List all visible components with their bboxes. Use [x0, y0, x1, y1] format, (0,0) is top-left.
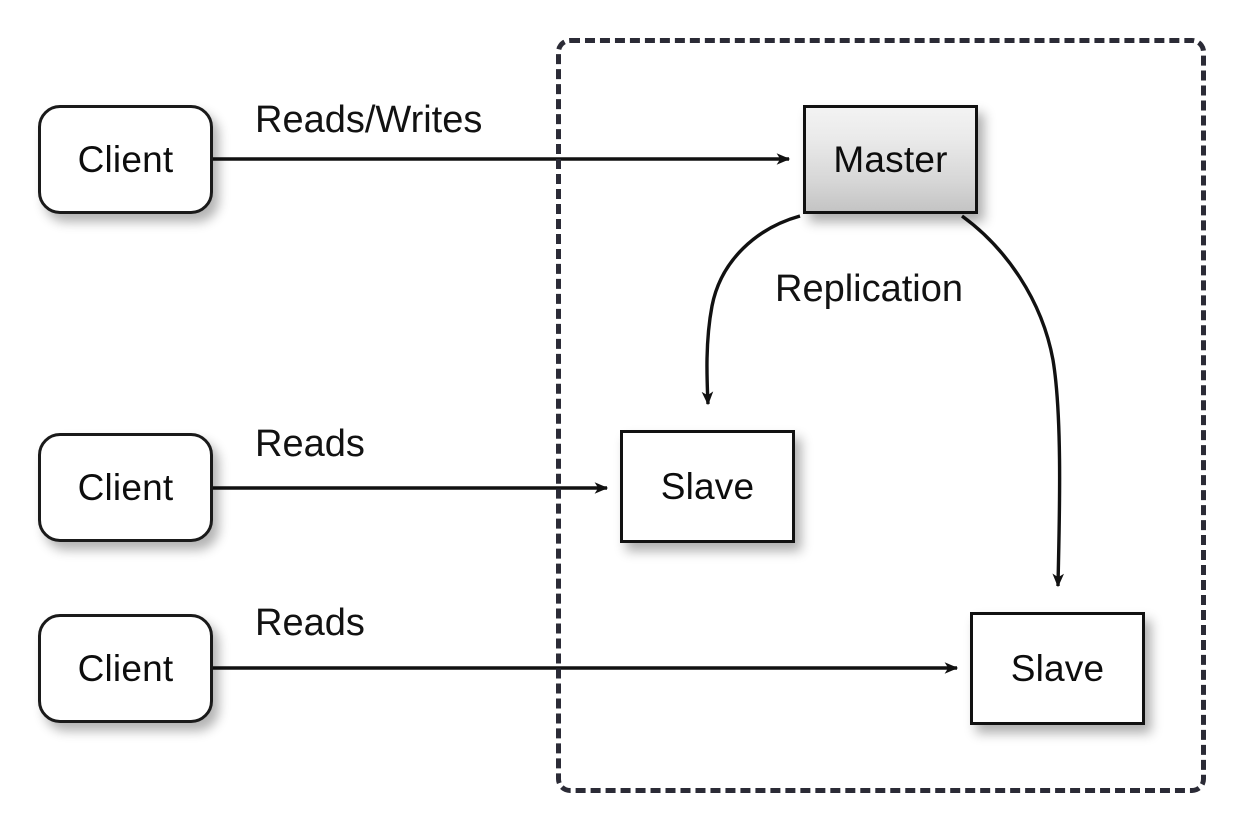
node-client-2-label: Client — [77, 467, 174, 508]
node-slave-1-label: Slave — [660, 466, 755, 507]
node-client-1[interactable]: Client — [38, 105, 213, 214]
node-slave-2-label: Slave — [1010, 648, 1105, 689]
node-client-1-label: Client — [77, 139, 174, 180]
label-reads-upper: Reads — [255, 423, 365, 465]
edge-master-slave2 — [960, 214, 1065, 588]
node-client-2[interactable]: Client — [38, 433, 213, 542]
node-slave-1[interactable]: Slave — [620, 430, 795, 543]
node-master[interactable]: Master — [803, 105, 978, 214]
node-master-label: Master — [833, 139, 948, 180]
label-reads-lower: Reads — [255, 602, 365, 644]
edge-master-slave1 — [701, 214, 801, 406]
label-replication: Replication — [775, 268, 963, 310]
node-client-3[interactable]: Client — [38, 614, 213, 723]
node-client-3-label: Client — [77, 648, 174, 689]
node-slave-2[interactable]: Slave — [970, 612, 1145, 725]
label-reads-writes: Reads/Writes — [255, 99, 483, 141]
